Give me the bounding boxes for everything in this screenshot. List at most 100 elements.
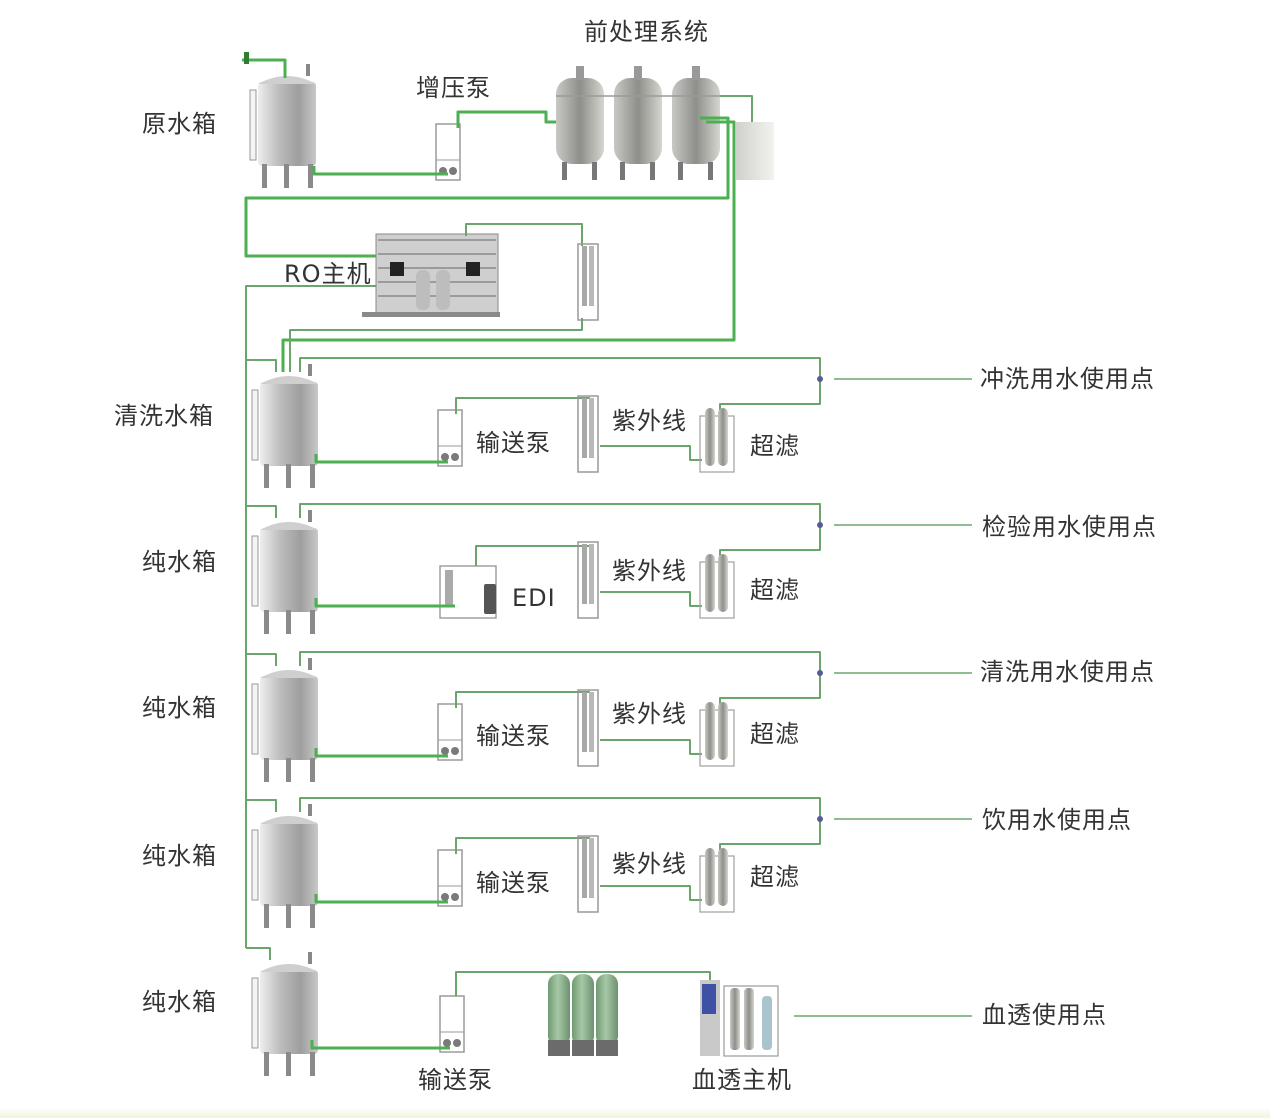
softener-base (548, 1040, 570, 1056)
tank-leg (264, 1052, 269, 1076)
raw-inlet-pipe (242, 58, 287, 78)
inlet-valve-icon (244, 52, 249, 64)
row2-tank-label: 纯水箱 (142, 548, 217, 576)
row1-tank-label: 清洗水箱 (114, 402, 214, 430)
dialysis-main-unit (700, 980, 779, 1057)
row3-transfer-pump (437, 703, 463, 761)
tank-vent (308, 804, 312, 816)
pure-water-trunk (245, 285, 376, 948)
filter-top-valve (634, 66, 642, 80)
ro-control-box (466, 262, 480, 276)
pretreat-to-wash-tank-pipe (281, 120, 736, 372)
booster-pump-label: 增压泵 (416, 74, 491, 102)
row1-transfer-pump (437, 409, 463, 467)
edi-cartridge (445, 570, 453, 606)
uv-frame (577, 835, 599, 913)
filter-leg (592, 162, 597, 180)
row3-pump-to-uv-pipe (455, 691, 590, 708)
tank-leg (310, 610, 315, 634)
filter-top-valve (576, 66, 584, 80)
tank-leg (264, 610, 269, 634)
dialysis-frame (723, 985, 779, 1057)
uv-frame (577, 395, 599, 473)
pretreat-to-ro-pipe (244, 116, 730, 258)
uf-membrane (705, 554, 715, 612)
row4-uv-label: 紫外线 (612, 850, 687, 878)
row3-use-point-label: 清洗用水使用点 (980, 658, 1155, 686)
pump-motor (443, 1039, 451, 1047)
tank-top (260, 376, 318, 384)
row1-unit-label: 输送泵 (476, 429, 551, 457)
row3-unit-label: 输送泵 (476, 722, 551, 750)
raw-to-booster-pipe (312, 166, 448, 176)
row2-ultrafilter (699, 554, 735, 619)
tank-leg (264, 904, 269, 928)
tank-leg (284, 164, 289, 188)
tank-vent (308, 364, 312, 376)
uf-membrane (705, 848, 715, 906)
filter-top-valve (692, 66, 700, 80)
uf-membrane (718, 554, 728, 612)
pump-motor (449, 167, 457, 175)
tank-body (258, 82, 316, 166)
row3-tank-to-pump-pipe (314, 748, 448, 758)
row4-unit-label: 输送泵 (476, 869, 551, 897)
level-gauge (251, 535, 259, 607)
row1-uv-to-uf-pipe (600, 445, 702, 461)
level-gauge (251, 829, 259, 901)
tank-vent (308, 658, 312, 670)
row5-tank-to-pump-pipe (310, 1040, 450, 1050)
tank-top (258, 76, 316, 84)
uf-membrane (718, 408, 728, 466)
row2-uv-to-uf-pipe (600, 591, 702, 607)
row4-inlet-pipe (246, 799, 277, 812)
row3-loop-pipe (299, 651, 821, 706)
tank-top (260, 670, 318, 678)
row1-uv-sterilizer (577, 395, 599, 473)
booster-to-pretreat-pipe (456, 110, 562, 128)
tank-leg (310, 758, 315, 782)
ro-cartridge (416, 270, 430, 310)
ro-uv-sterilizer (577, 243, 599, 321)
row2-inlet-pipe (246, 505, 277, 518)
tank-leg (308, 164, 313, 188)
dialysis-control-panel (702, 984, 716, 1014)
pump-motor (441, 453, 449, 461)
uf-membrane (705, 702, 715, 760)
row1-uf-label: 超滤 (750, 432, 800, 460)
tank-body (260, 676, 318, 760)
level-gauge (251, 977, 259, 1049)
tank-leg (264, 464, 269, 488)
uv-tube (582, 838, 587, 898)
filter-leg (620, 162, 625, 180)
valve-dot (817, 522, 823, 528)
row1-inlet-pipe (246, 359, 277, 372)
uv-tube (589, 838, 594, 898)
pretreatment-filter-3 (672, 66, 720, 180)
row5-tank-label: 纯水箱 (142, 988, 217, 1016)
dialysis-membrane (744, 988, 754, 1050)
softener-base (572, 1040, 594, 1056)
uf-membrane (718, 702, 728, 760)
uv-frame (577, 541, 599, 619)
dialysis-main-label: 血透主机 (692, 1066, 792, 1094)
edi-module (484, 584, 496, 614)
pretreatment-filter-1 (556, 66, 604, 180)
row3-uv-to-uf-pipe (600, 739, 702, 755)
uv-tube (589, 246, 594, 306)
row5-storage-tank (251, 952, 318, 1076)
skid-frame (439, 995, 465, 1053)
row4-uv-sterilizer (577, 835, 599, 913)
skid-frame (435, 123, 461, 181)
row3-tank-label: 纯水箱 (142, 694, 217, 722)
row2-loop-pipe (299, 503, 821, 558)
uv-tube (582, 398, 587, 458)
edi-unit (439, 565, 497, 619)
tank-body (260, 382, 318, 466)
row2-uv-sterilizer (577, 541, 599, 619)
tank-leg (262, 164, 267, 188)
row2-use-point-label: 检验用水使用点 (982, 513, 1157, 541)
row2-edi-to-uv-pipe (475, 545, 590, 566)
